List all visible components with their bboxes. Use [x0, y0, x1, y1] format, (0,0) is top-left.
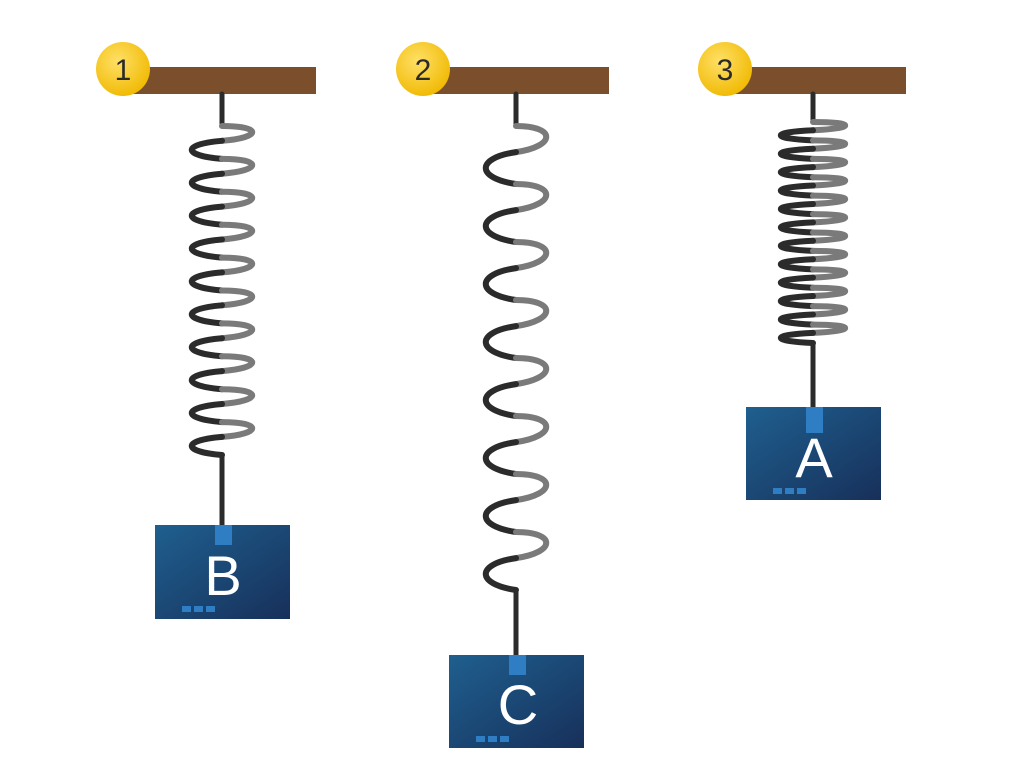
spring-coil-front — [188, 368, 225, 393]
spring-coil-back — [810, 119, 849, 134]
spring-coil-front — [188, 236, 225, 261]
spring-coil-front — [483, 265, 519, 303]
spring-coil-back — [810, 174, 849, 189]
support-beam — [725, 67, 906, 94]
spring-coil-back — [810, 321, 849, 336]
block: B — [155, 525, 290, 619]
spring-coil-back — [219, 353, 256, 375]
spring-coil-back — [810, 247, 849, 263]
setup-number-badge — [96, 42, 150, 96]
spring-coil-front — [188, 269, 225, 294]
spring-coil-front — [777, 145, 816, 162]
setup-number: 3 — [717, 54, 734, 87]
spring-coil-front — [188, 170, 225, 195]
spring-coil-front — [188, 302, 225, 327]
spring-coil-front — [188, 335, 225, 360]
spring-coil-back — [810, 284, 849, 300]
spring-coil-front — [777, 164, 816, 181]
spring-coil-back — [810, 303, 849, 318]
setup-3: 3 A — [698, 42, 906, 500]
spring-coil-front — [483, 207, 519, 245]
spring-coil-front — [483, 497, 519, 535]
spring-coil-front — [777, 182, 816, 199]
spring-coil-front — [188, 433, 225, 458]
spring-coil-front — [188, 203, 225, 228]
block: C — [449, 655, 584, 748]
setup-number-badge — [698, 42, 752, 96]
spring-coil-front — [777, 329, 816, 346]
spring-coil-back — [219, 123, 256, 144]
spring-coil-front — [777, 237, 816, 254]
spring-coil-back — [810, 266, 849, 281]
setup-1: 1 B — [96, 42, 316, 619]
spring-coil-back — [810, 192, 849, 207]
spring-coil-front — [188, 137, 225, 162]
block-label: A — [795, 426, 833, 489]
setup-number: 1 — [115, 54, 132, 87]
setup-number: 2 — [415, 54, 432, 87]
block-label: C — [498, 673, 538, 736]
spring-coil-back — [219, 320, 256, 342]
spring-coil-back — [219, 386, 256, 408]
spring-coil-back — [513, 239, 549, 272]
spring-coil-back — [513, 471, 549, 504]
spring-coil-back — [513, 355, 549, 388]
block: A — [746, 407, 881, 500]
spring-coil-front — [777, 274, 816, 291]
spring-coil-back — [810, 229, 849, 244]
setup-2: 2 C — [396, 42, 609, 748]
spring-coil-back — [810, 137, 849, 152]
spring — [777, 91, 849, 410]
spring-coil-back — [810, 155, 849, 171]
spring-coil-back — [219, 155, 256, 177]
spring-coil-back — [219, 188, 256, 210]
spring-coil-back — [513, 529, 549, 562]
spring-coil-back — [219, 287, 256, 309]
support-beam — [128, 67, 316, 94]
spring-coil-back — [513, 181, 549, 214]
spring-coil-back — [219, 419, 256, 440]
spring-coil-front — [777, 311, 816, 328]
spring-coil-back — [219, 254, 256, 276]
spring-coil-front — [777, 256, 816, 273]
spring-coil-front — [777, 293, 816, 310]
spring-coil-back — [513, 297, 549, 330]
spring-coil-front — [188, 401, 225, 426]
spring-coil-front — [483, 149, 519, 187]
spring-coil-front — [483, 323, 519, 361]
spring-coil-front — [777, 219, 816, 236]
spring-coil-front — [777, 127, 816, 144]
setup-number-badge — [396, 42, 450, 96]
spring-coil-back — [219, 221, 256, 243]
spring — [188, 91, 256, 528]
spring — [483, 91, 549, 658]
spring-coil-front — [483, 439, 519, 477]
spring-coil-back — [513, 413, 549, 446]
spring-coil-back — [810, 211, 849, 226]
spring-coil-front — [483, 555, 519, 593]
support-beam — [425, 67, 609, 94]
spring-coil-front — [777, 200, 816, 218]
spring-coil-back — [513, 123, 549, 156]
spring-coil-front — [483, 381, 519, 419]
block-label: B — [204, 544, 241, 607]
